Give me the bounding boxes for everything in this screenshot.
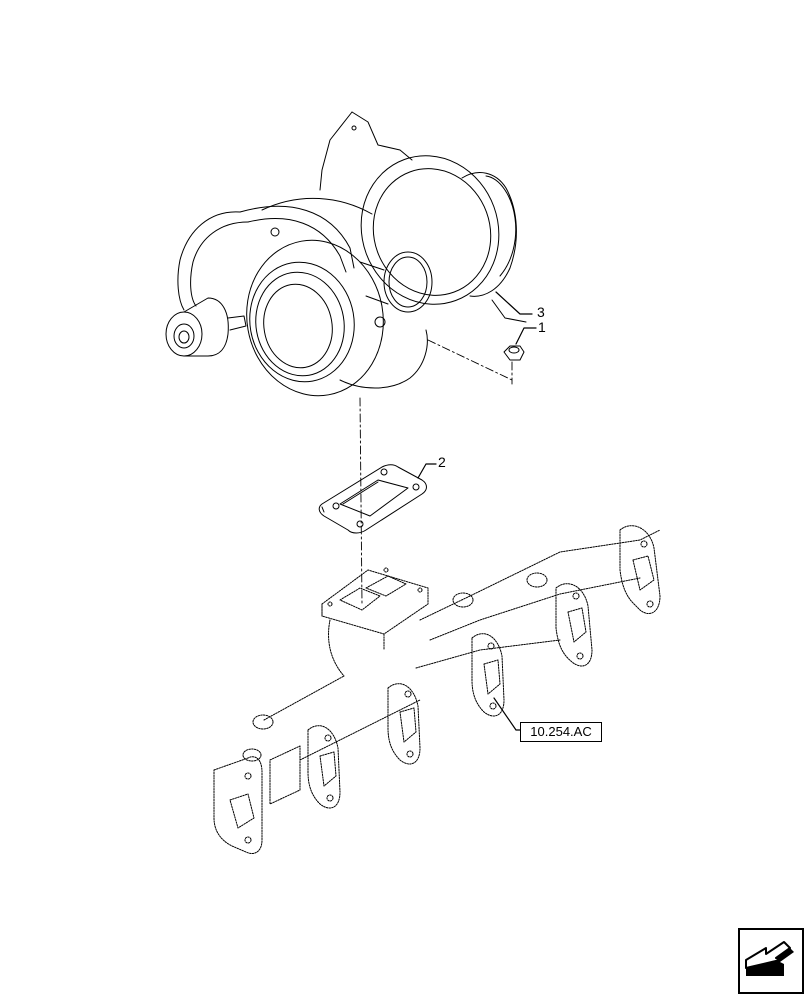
gasket: [318, 464, 427, 534]
turbocharger: [165, 111, 527, 397]
callout-3[interactable]: 3: [537, 304, 545, 320]
back-navigation-button[interactable]: [738, 928, 804, 994]
nut: [503, 345, 525, 361]
leader-lines: [417, 291, 537, 731]
exhaust-manifold: [213, 525, 661, 854]
callout-1[interactable]: 1: [538, 319, 546, 335]
assembly-centerlines: [359, 339, 513, 605]
reference-link-exhaust-manifold[interactable]: 10.254.AC: [520, 722, 602, 742]
back-arrow-icon: [745, 941, 794, 976]
callout-2[interactable]: 2: [438, 454, 446, 470]
